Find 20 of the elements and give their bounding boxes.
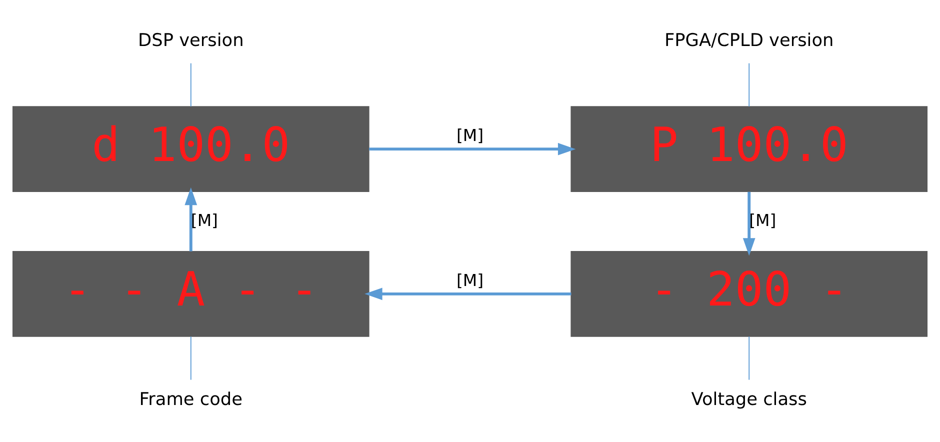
connector	[748, 62, 750, 106]
edge-label: [M]	[749, 210, 776, 230]
connector	[748, 336, 750, 380]
node-box: d 100.0	[12, 106, 370, 192]
arrow	[184, 186, 198, 251]
arrow	[364, 287, 572, 300]
node-box: - - A - -	[12, 250, 370, 336]
edge-label: [M]	[456, 270, 484, 290]
node-box: - 200 -	[570, 250, 928, 336]
node-text: Frame code	[139, 390, 243, 410]
edge-label: [M]	[456, 126, 484, 145]
node-text: DSP version	[138, 30, 244, 51]
node-text: FPGA/CPLD version	[664, 30, 834, 51]
edge-label: [M]	[190, 210, 218, 230]
connector	[190, 62, 192, 106]
node-box: P 100.0	[570, 106, 928, 192]
node-text: Voltage class	[691, 390, 807, 410]
connector	[190, 336, 192, 380]
arrow	[742, 191, 756, 256]
arrow	[369, 142, 576, 155]
